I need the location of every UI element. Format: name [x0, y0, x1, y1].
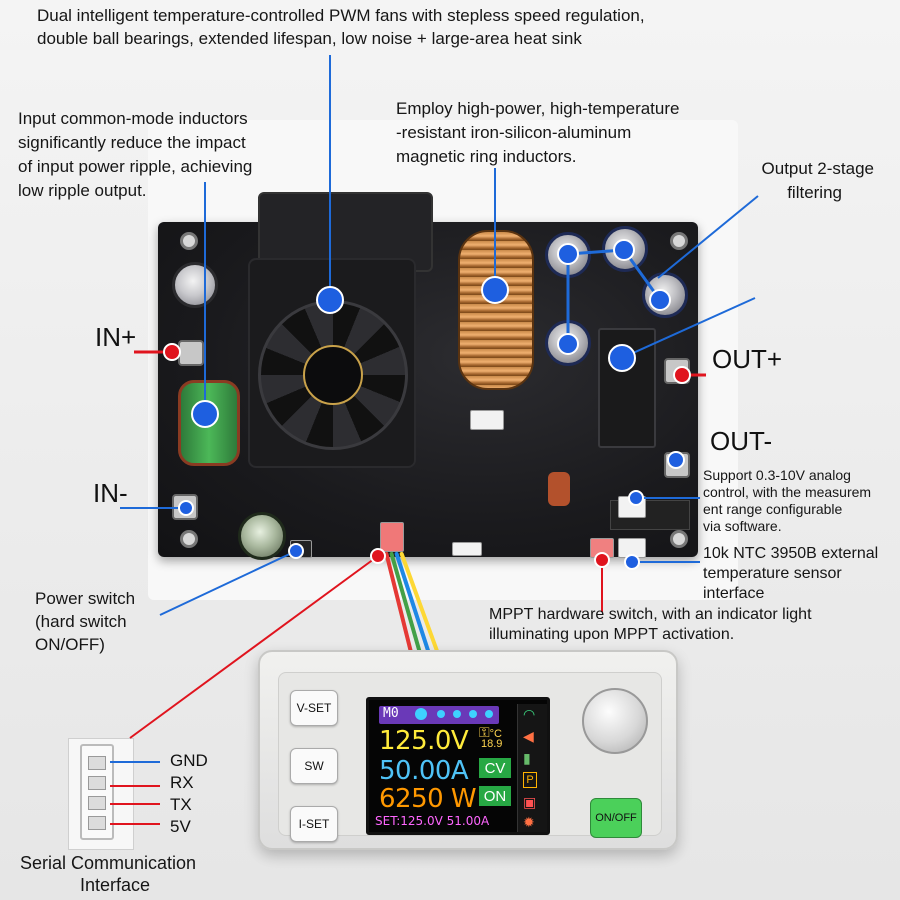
callout-magnetic-line1: Employ high-power, high-temperature	[396, 99, 680, 118]
callout-power-line3: ON/OFF)	[35, 635, 105, 654]
label-in-minus: IN-	[93, 478, 128, 508]
p-badge: P	[523, 772, 537, 788]
callout-inductor-line2: significantly reduce the impact	[18, 133, 246, 152]
battery-icon: ▮	[523, 750, 531, 766]
label-in-plus: IN+	[95, 322, 137, 352]
power-readout: 6250 W	[379, 784, 477, 814]
pin-label-gnd: GND	[170, 751, 208, 770]
step-dot	[485, 710, 493, 718]
callout-mppt-line1: MPPT hardware switch, with an indicator …	[489, 606, 812, 623]
callout-filter-line2: filtering	[787, 183, 842, 202]
pin-label-rx: RX	[170, 773, 194, 792]
input-capacitor	[172, 262, 218, 308]
sw-button[interactable]: SW	[290, 748, 338, 784]
fan-hub-logo	[303, 345, 363, 405]
mount-hole	[670, 530, 688, 548]
sun-icon: ✹	[523, 814, 535, 830]
speaker-icon: ◀	[523, 728, 534, 744]
mount-hole	[180, 530, 198, 548]
callout-analog-line4: via software.	[703, 518, 782, 534]
callout-inductor-line4: low ripple output.	[18, 181, 147, 200]
callout-power-line2: (hard switch	[35, 612, 127, 631]
step-dot	[437, 710, 445, 718]
callout-inductor-line3: of input power ripple, achieving	[18, 157, 253, 176]
i-set-button[interactable]: I-SET	[290, 806, 338, 842]
cv-badge: CV	[479, 758, 511, 778]
step-dot	[469, 710, 477, 718]
mount-hole	[670, 232, 688, 250]
callout-ntc-line3: interface	[703, 585, 765, 602]
fan-pwm-connector	[470, 410, 504, 430]
status-sidebar	[517, 704, 547, 832]
callout-analog-line3: ent range configurable	[703, 501, 843, 517]
callout-power-line1: Power switch	[35, 589, 136, 608]
lock-icon: ▣	[523, 794, 537, 810]
callout-serial-line1: Serial Communication	[20, 853, 197, 873]
callout-ntc-line2: temperature sensor	[703, 565, 842, 582]
serial-header	[380, 522, 404, 552]
step-dot	[415, 708, 427, 720]
mount-hole	[180, 232, 198, 250]
setpoint-readout: SET:125.0V 51.00A	[375, 814, 490, 828]
wifi-icon: ◠	[523, 706, 536, 722]
callout-analog-line2: control, with the measurem	[703, 484, 872, 500]
v-set-button[interactable]: V-SET	[290, 690, 338, 726]
pin	[88, 816, 106, 830]
lcd-screen: M0 125.0V 50.00A 6250 W ⚿°C 18.9 CV ON ◠…	[366, 697, 550, 835]
temperature-readout: 18.9	[481, 738, 503, 750]
small-capacitor	[238, 512, 286, 560]
pin	[88, 796, 106, 810]
pin	[88, 776, 106, 790]
on-off-button[interactable]: ON/OFF	[590, 798, 642, 838]
current-readout: 50.00A	[379, 756, 469, 786]
callout-fans-line2: double ball bearings, extended lifespan,…	[37, 29, 582, 48]
callout-ntc-line1: 10k NTC 3950B external	[703, 545, 879, 562]
output-capacitor	[602, 226, 648, 272]
label-out-minus: OUT-	[710, 426, 773, 456]
callout-analog-line1: Support 0.3-10V analog	[703, 467, 851, 483]
callout-serial-line2: Interface	[80, 875, 151, 895]
comm-connector	[452, 542, 482, 556]
in-plus-terminal	[178, 340, 204, 366]
label-out-plus: OUT+	[712, 344, 783, 374]
step-dot	[453, 710, 461, 718]
callout-fans-line1: Dual intelligent temperature-controlled …	[37, 6, 645, 25]
temp-unit: °C	[489, 728, 502, 740]
mode-label: M0	[383, 706, 399, 721]
callout-magnetic-line2: -resistant iron-silicon-aluminum	[396, 123, 632, 142]
callout-mppt-line2: illuminating upon MPPT activation.	[489, 626, 735, 643]
pin	[88, 756, 106, 770]
pin-label-5v: 5V	[170, 817, 191, 836]
rotary-encoder-knob[interactable]	[582, 688, 648, 754]
pin-label-tx: TX	[170, 795, 192, 814]
output-state-badge: ON	[479, 786, 511, 806]
callout-filter-line1: Output 2-stage	[761, 159, 874, 178]
key-icon: ⚿°C	[479, 724, 502, 740]
resistor	[548, 472, 570, 506]
callout-magnetic-line3: magnetic ring inductors.	[396, 147, 577, 166]
voltage-readout: 125.0V	[379, 726, 469, 756]
callout-inductor-line1: Input common-mode inductors	[18, 109, 248, 128]
